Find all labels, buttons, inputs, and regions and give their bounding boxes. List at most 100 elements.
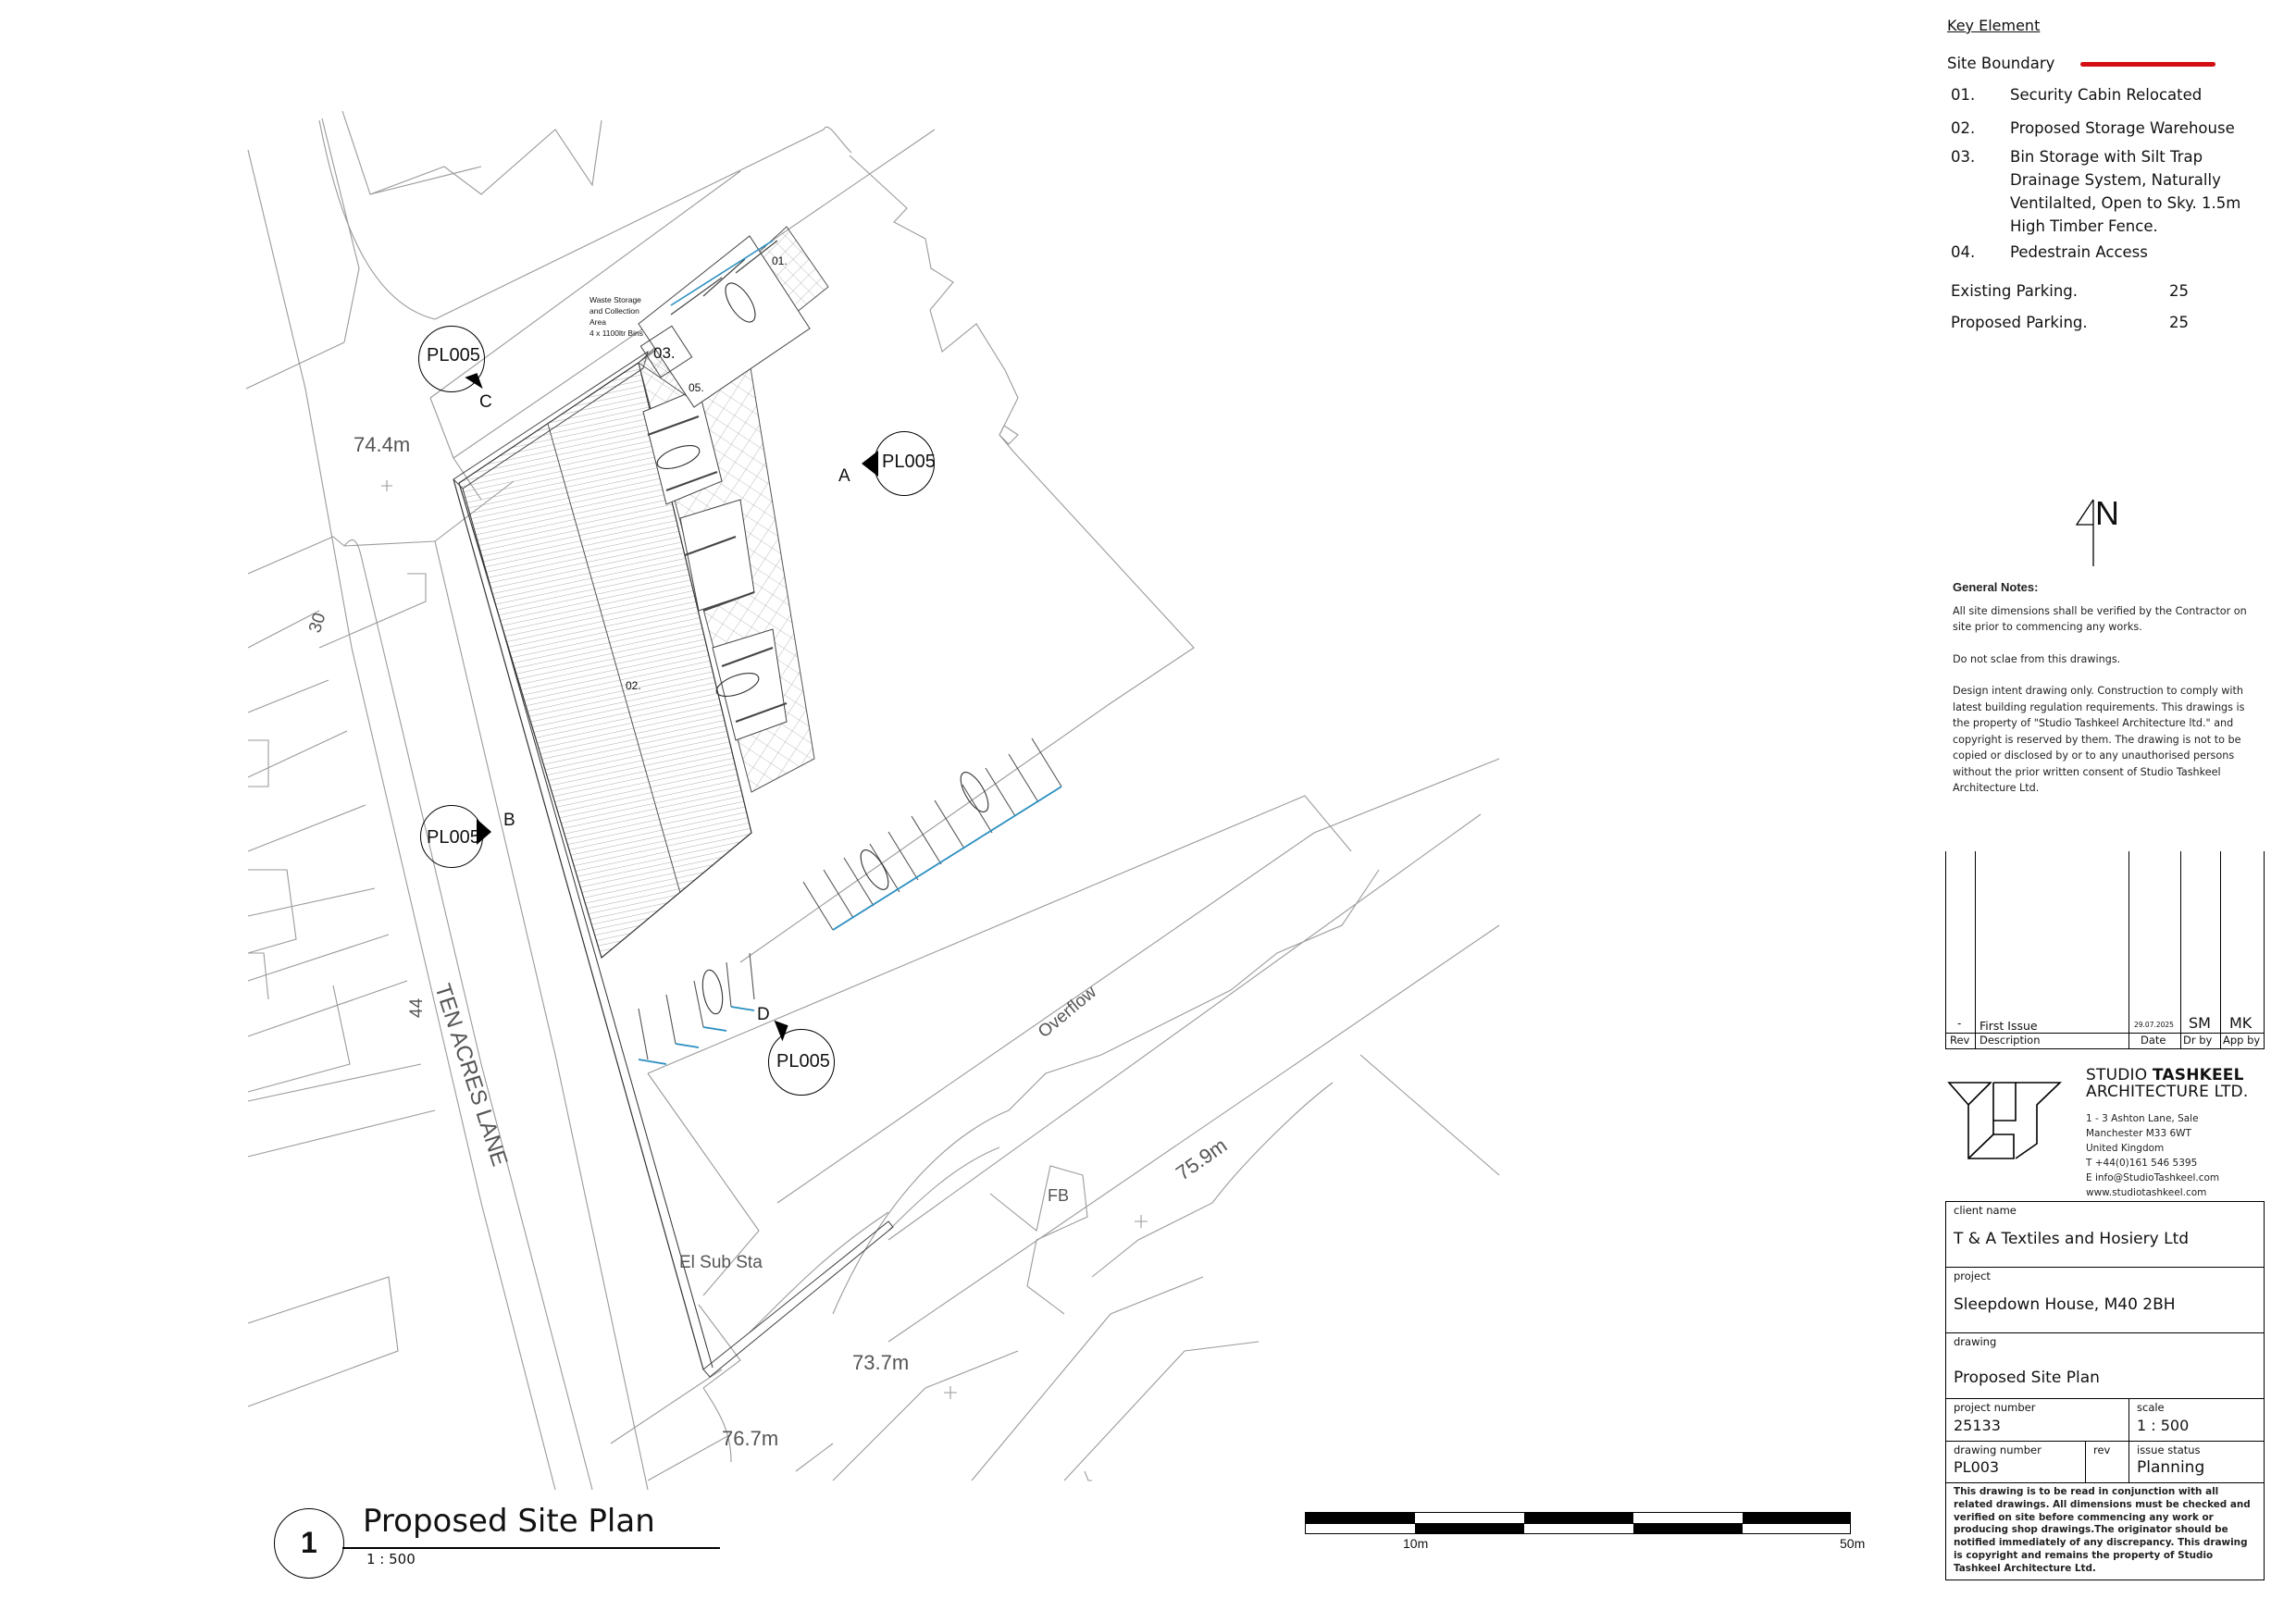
section-letter-d: D [757,1005,770,1024]
waste-line: 4 x 1100ltr Bins [590,328,643,338]
firm-name-light: STUDIO [2086,1066,2148,1084]
scale-bar [1305,1512,1851,1534]
drawing-number-row: drawing number PL003 rev issue status Pl… [1946,1442,2264,1483]
parking-value: 25 [2169,314,2189,331]
disclaimer: This drawing is to be read in conjunctio… [1954,1486,2251,1574]
number-scale-row: project number 25133 scale 1 : 500 [1946,1399,2264,1442]
firm-name-bold: TASHKEEL [2152,1066,2244,1084]
key-item-num: 03. [1951,148,1976,166]
section-letter-a: A [838,466,850,486]
scale-bar-end: 50m [1840,1536,1866,1551]
waste-line: Area [590,317,606,327]
section-marker-b[interactable]: PL005 [420,805,491,868]
section-letter-b: B [503,811,515,830]
section-marker-c[interactable]: PL005 [418,326,485,393]
paving-area [638,304,815,793]
revision-header-row: Rev Description Date Dr by App by [1946,1033,2264,1048]
col-divider [2180,851,2181,1048]
waste-line: and Collection [590,306,639,316]
site-boundary-row: Site Boundary [1947,52,2215,75]
drawing-number-caption: drawing number [1954,1443,2042,1456]
rev-date: 29.07.2025 [2134,1021,2174,1029]
scale-seg [1743,1513,1850,1524]
notes-paragraph: Do not sclae from this drawings. [1953,652,2121,665]
firm-name-line2: ARCHITECTURE LTD. [2086,1083,2249,1101]
project-name: Sleepdown House, M40 2BH [1954,1295,2176,1314]
parking-value: 25 [2169,282,2189,300]
drawing-number: PL003 [1954,1458,2000,1476]
scale-seg [1415,1523,1524,1534]
notes-paragraph: All site dimensions shall be verified by… [1953,604,2247,634]
site-boundary-label: Site Boundary [1947,55,2055,72]
firm-email[interactable]: E info@StudioTashkeel.com [2086,1172,2220,1183]
firm-phone: T +44(0)161 546 5395 [2086,1158,2198,1169]
scale-seg [1306,1513,1415,1524]
waste-storage-label: Waste Storage and Collection Area 4 x 11… [590,294,643,339]
address-line: Manchester M33 6WT [2086,1128,2191,1139]
warehouse-building [453,350,752,1370]
rev-value: - [1957,1017,1962,1030]
parking-bays [638,737,1062,1065]
drawing-cell: drawing Proposed Site Plan [1946,1333,2264,1399]
drawing-name: Proposed Site Plan [1954,1369,2100,1387]
rev-cell: rev [2086,1442,2129,1482]
drawing-number-circle: 1 [274,1508,344,1579]
section-marker-a[interactable]: PL005 [862,431,936,496]
section-ref: PL005 [427,827,480,848]
header-date: Date [2141,1034,2166,1047]
rev-description: First Issue [1980,1019,2038,1033]
tag-05: 05. [689,381,704,394]
north-arrow-icon [2075,499,2094,566]
scale-seg [1633,1523,1743,1534]
key-item-text: Proposed Storage Warehouse [2010,119,2235,137]
spot-level: 74.4m [354,433,411,456]
north-strip [638,226,829,408]
header-app-by: App by [2223,1034,2261,1047]
drawing-caption: drawing [1954,1335,1997,1348]
scale-cell: scale 1 : 500 [2129,1399,2264,1441]
address-line: 1 - 3 Ashton Lane, Sale [2086,1113,2199,1124]
col-divider [2128,851,2129,1048]
client-cell: client name T & A Textiles and Hosiery L… [1946,1202,2264,1268]
tag-02: 02. [626,679,641,692]
waste-line: Waste Storage [590,295,641,304]
drawing-ref-number: 1 [301,1526,317,1559]
section-arrow-icon [862,451,878,477]
header-rev: Rev [1950,1034,1970,1047]
issue-status-cell: issue status Planning [2129,1442,2264,1482]
project-number-cell: project number 25133 [1946,1399,2129,1441]
issue-status-caption: issue status [2137,1443,2201,1456]
tag-03: 03. [653,344,676,362]
rev-drawn-by: SM [2189,1014,2211,1032]
tag-01: 01. [772,254,788,267]
firm-website[interactable]: www.studiotashkeel.com [2086,1187,2207,1198]
scale-caption: scale [2137,1401,2165,1414]
client-caption: client name [1954,1204,2017,1217]
drawing-number-cell: drawing number PL003 [1946,1442,2086,1482]
project-cell: project Sleepdown House, M40 2BH [1946,1268,2264,1333]
site-boundary-swatch [2080,62,2215,67]
drawing-scale: 1 : 500 [366,1551,416,1567]
key-item-text: Bin Storage with Silt Trap Drainage Syst… [2010,148,2241,235]
address-line: United Kingdom [2086,1143,2165,1154]
section-ref: PL005 [427,345,480,365]
section-ref: PL005 [882,452,936,472]
spot-level: 76.7m [722,1427,779,1450]
col-divider [2220,851,2221,1048]
project-caption: project [1954,1270,1991,1282]
notes-paragraph: Design intent drawing only. Construction… [1953,685,2245,794]
studio-logo-icon [1947,1082,2062,1159]
fb-label: FB [1048,1186,1070,1205]
section-marker-d[interactable]: PL005 [768,1020,835,1096]
project-number: 25133 [1954,1417,2001,1434]
parking-label: Proposed Parking. [1951,314,2088,331]
house-number-44: 44 [407,997,427,1018]
title-block: client name T & A Textiles and Hosiery L… [1945,1201,2265,1580]
context-lines [245,110,1500,1491]
parking-label: Existing Parking. [1951,282,2079,300]
rev-caption: rev [2093,1443,2111,1456]
section-arrow-icon [477,819,491,845]
firm-name: STUDIO TASHKEEL [2086,1067,2248,1084]
scale-value: 1 : 500 [2137,1417,2190,1434]
